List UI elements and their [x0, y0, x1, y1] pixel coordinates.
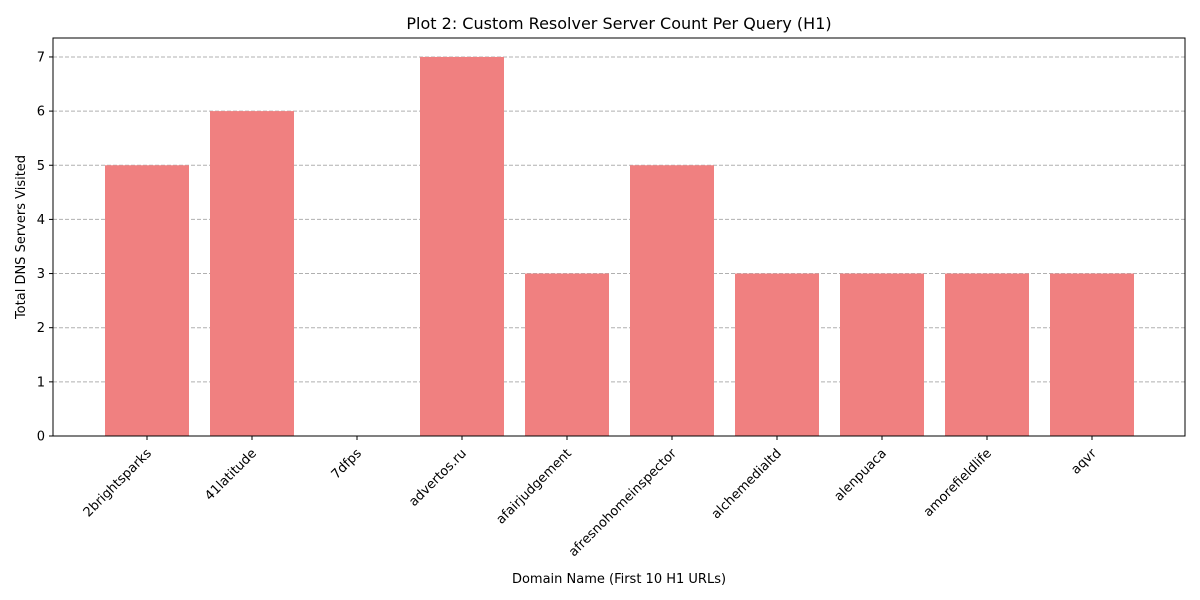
- x-tick-label: afresnohomeinspector: [566, 446, 680, 560]
- x-tick-label: aqvr: [1069, 446, 1101, 478]
- y-tick-label: 6: [37, 105, 45, 120]
- x-axis-label: Domain Name (First 10 H1 URLs): [512, 572, 726, 587]
- y-tick-label: 3: [37, 267, 45, 282]
- bar: [210, 111, 294, 436]
- x-tick-label: 7dfps: [329, 446, 365, 482]
- bar: [630, 165, 714, 436]
- y-tick-label: 2: [37, 321, 45, 336]
- x-tick-label: amorefieldlife: [921, 446, 995, 520]
- bar: [1050, 273, 1134, 436]
- x-tick-label: 41latitude: [202, 446, 260, 504]
- bar: [735, 273, 819, 436]
- bars: [105, 56, 1134, 436]
- x-tick-label: alenpuaca: [832, 446, 890, 504]
- bar: [420, 56, 504, 436]
- x-axis: 2brightsparks 41latitude 7dfps advertos.ru a…: [81, 436, 1101, 560]
- y-axis-label: Total DNS Servers Visited: [14, 155, 29, 320]
- y-tick-label: 4: [37, 213, 45, 228]
- x-tick-label: afairjudgement: [494, 446, 575, 527]
- y-axis: 0 1 2 3 4 5 6 7: [37, 50, 53, 445]
- bar: [105, 165, 189, 436]
- chart-title: Plot 2: Custom Resolver Server Count Per…: [406, 14, 831, 33]
- bar: [840, 273, 924, 436]
- bar: [945, 273, 1029, 436]
- bar: [525, 273, 609, 436]
- x-tick-label: advertos.ru: [406, 446, 469, 509]
- y-tick-label: 0: [37, 430, 45, 445]
- x-tick-label: alchemedialtd: [709, 446, 785, 522]
- y-tick-label: 7: [37, 50, 45, 65]
- plot-frame: [52, 37, 1186, 437]
- x-tick-label: 2brightsparks: [81, 446, 155, 520]
- y-tick-label: 5: [37, 159, 45, 174]
- y-tick-label: 1: [37, 375, 45, 390]
